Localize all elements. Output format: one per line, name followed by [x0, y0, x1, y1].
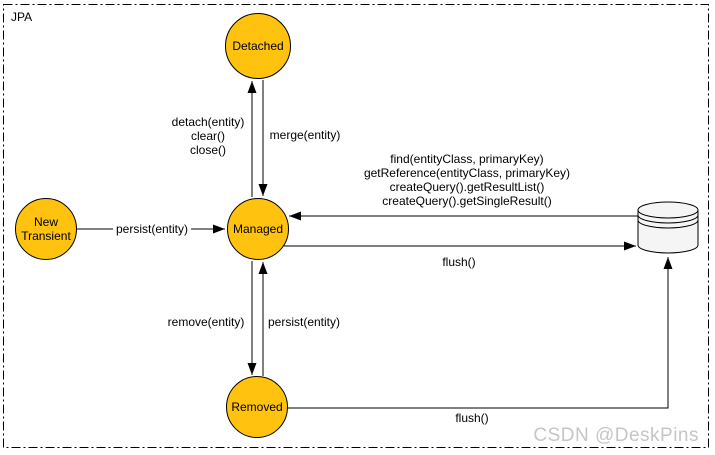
- edge-label-persist-up: persist(entity): [267, 315, 341, 329]
- state-node-detached: Detached: [225, 13, 291, 79]
- edge-label-remove: remove(entity): [167, 315, 245, 329]
- state-node-removed: Removed: [226, 376, 288, 438]
- state-node-new-transient: New Transient: [15, 198, 77, 260]
- edge-label-persist: persist(entity): [112, 222, 192, 236]
- edge-label-flush-removed: flush(): [455, 411, 489, 425]
- edge-label-merge: merge(entity): [269, 128, 341, 142]
- edge-label-flush-managed: flush(): [442, 255, 476, 269]
- csdn-watermark: CSDN @DeskPins: [533, 425, 699, 446]
- database-icon: [637, 201, 699, 254]
- edge-label-detach: detach(entity) clear() close(): [171, 115, 245, 157]
- state-node-managed: Managed: [227, 198, 289, 260]
- edge-label-db-read: find(entityClass, primaryKey) getReferen…: [363, 152, 571, 208]
- jpa-container-border: [3, 4, 709, 448]
- edge-flush-removed-line: [288, 257, 673, 409]
- container-title: JPA: [11, 10, 33, 24]
